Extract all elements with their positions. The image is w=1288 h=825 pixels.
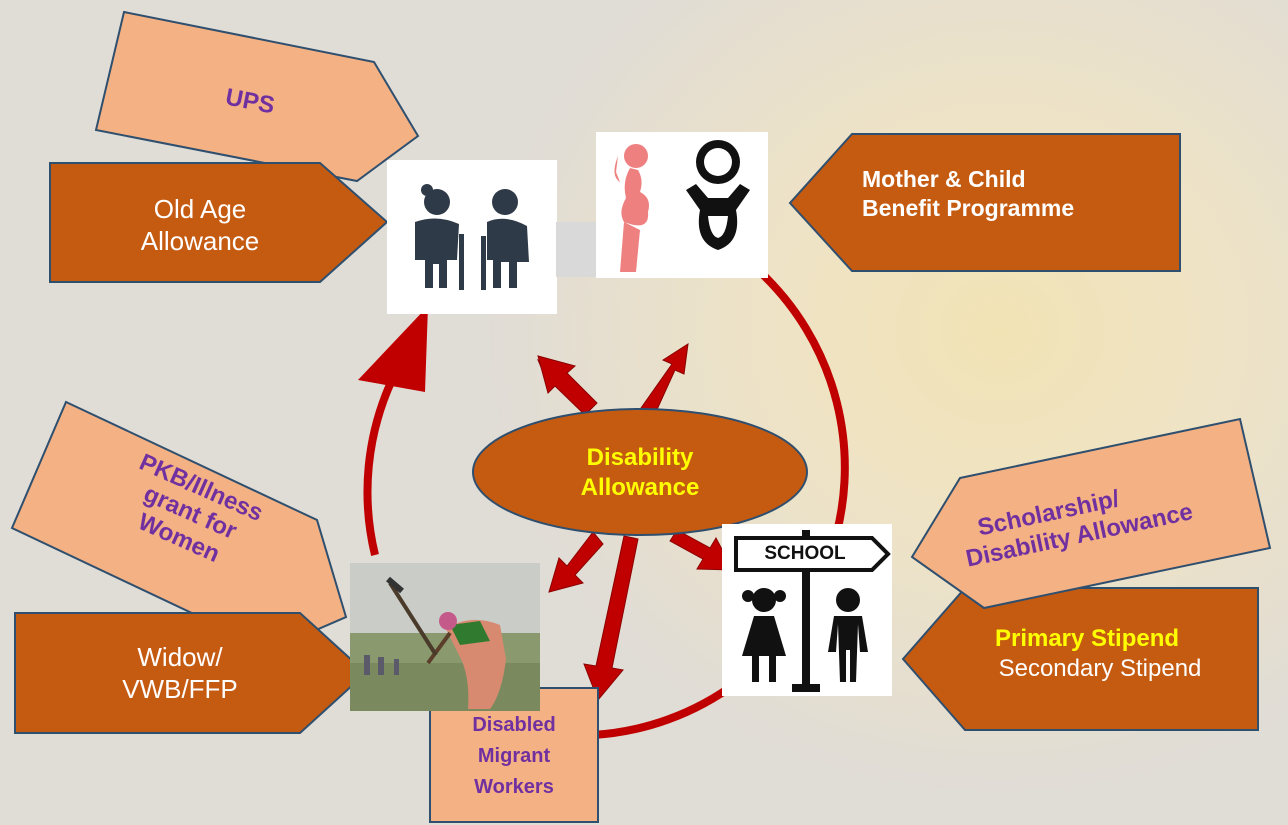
elderly-couple-picture: [387, 160, 557, 314]
school-sign-label: SCHOOL: [764, 543, 846, 565]
stipend-box-shape: [901, 587, 1259, 731]
school-picture: [722, 524, 892, 696]
farm-worker-picture: [350, 563, 540, 711]
migrant-line-3: Workers: [474, 775, 554, 798]
stipend-label: Primary Stipend Secondary Stipend: [945, 614, 1255, 694]
stipend-line-2: Secondary Stipend: [998, 655, 1202, 682]
farm-worker-photo: [350, 563, 540, 711]
pregnant-mother-baby-icon: [614, 140, 750, 272]
mother-child-line-2: Benefit Programme: [862, 195, 1075, 221]
mother-baby-picture: [596, 132, 768, 278]
widow-line-1: Widow/: [137, 641, 223, 672]
stipend-line-1: Primary Stipend: [994, 625, 1180, 652]
old-age-line-1: Old Age: [153, 193, 247, 224]
cycle-ring-left: [363, 378, 396, 556]
ups-box-shape: [94, 10, 420, 183]
widow-label: Widow/ VWB/FFP: [60, 628, 300, 718]
center-label: Disability Allowance: [540, 428, 740, 518]
migrant-line-2: Migrant: [477, 744, 551, 767]
arrow-to-worker: [548, 531, 604, 593]
mother-child-label: Mother & Child Benefit Programme: [862, 154, 1172, 234]
mother-child-box-shape: [788, 133, 1181, 272]
old-age-label: Old Age Allowance: [80, 180, 320, 270]
arrow-to-migrant: [583, 535, 639, 701]
elderly-couple-icon: [415, 184, 529, 290]
migrant-label: Disabled Migrant Workers: [430, 700, 598, 812]
school-kids-icon: [734, 530, 891, 692]
migrant-line-1: Disabled: [472, 713, 556, 736]
center-line-2: Allowance: [580, 474, 700, 501]
center-line-1: Disability: [586, 444, 694, 471]
arrow-to-elderly-body: [537, 355, 598, 416]
cycle-arrow-head: [358, 306, 428, 392]
mother-child-line-1: Mother & Child: [862, 166, 1026, 193]
scholarship-box-shape: [910, 417, 1272, 610]
old-age-box-shape: [49, 162, 389, 283]
widow-box-shape: [14, 612, 368, 734]
old-age-line-2: Allowance: [140, 226, 260, 256]
widow-line-2: VWB/FFP: [122, 674, 238, 704]
arrow-to-mother: [640, 342, 689, 415]
